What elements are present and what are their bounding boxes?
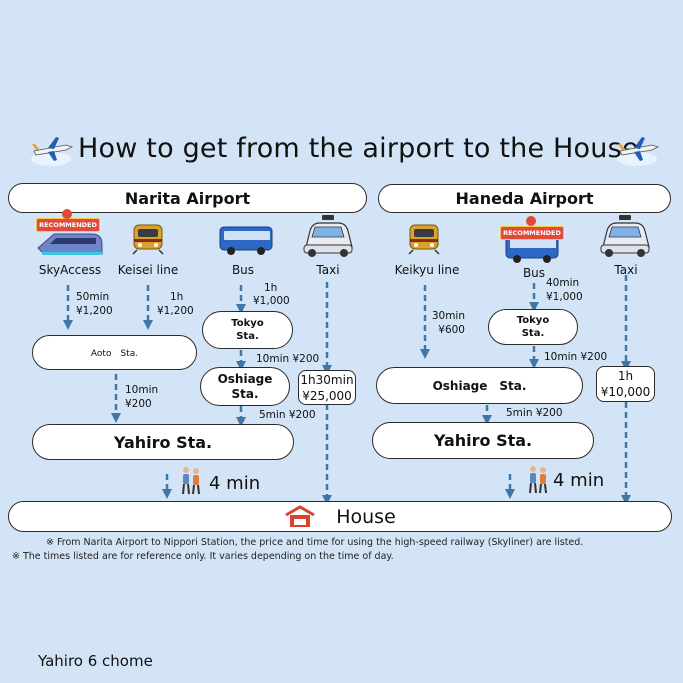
haneda-bus-price: ¥1,000 <box>546 291 583 303</box>
mode-label-taxi: Taxi <box>316 263 340 277</box>
mode-label-bus: Bus <box>522 266 546 280</box>
narita-airport-label: Narita Airport <box>124 188 251 208</box>
tokyo-station-line1: Tokyo <box>516 315 550 326</box>
tokyo-station-line2: Sta. <box>236 331 259 342</box>
haneda-bus-time: 40min <box>546 277 580 289</box>
walking-people-icon <box>529 466 547 494</box>
note-reference: ※ The times listed are for reference onl… <box>12 551 394 562</box>
haneda-yahiro-station: Yahiro Sta. <box>372 422 594 459</box>
page-title: How to get from the airport to the House <box>78 133 639 164</box>
haneda-oshiage-yahiro: 5min ¥200 <box>506 407 563 419</box>
haneda-walk-time: 4 min <box>553 470 605 491</box>
recommended-badge: RECOMMENDED <box>500 226 564 240</box>
haneda-tokyo-station: Tokyo Sta. <box>488 309 578 345</box>
mode-label-taxi: Taxi <box>614 263 638 277</box>
mode-label-keikyu: Keikyu line <box>394 263 460 277</box>
yahiro-station-label: Yahiro Sta. <box>113 432 213 452</box>
note-skyliner: ※ From Narita Airport to Nippori Station… <box>46 537 584 548</box>
mode-label-keisei: Keisei line <box>117 263 179 277</box>
haneda-oshiage-station: Oshiage Sta. <box>376 367 583 404</box>
aoto-station: Aoto Sta. <box>32 335 197 370</box>
oshiage-station-label: Oshiage Sta. <box>432 379 527 393</box>
taxi-icon <box>600 215 650 257</box>
haneda-tokyo-oshiage: 10min ¥200 <box>544 351 608 363</box>
narita-tokyo-oshiage: 10min ¥200 <box>256 353 320 365</box>
mode-label-bus: Bus <box>231 263 255 277</box>
mode-label-skyaccess: SkyAccess <box>38 263 102 277</box>
narita-taxi-price: ¥25,000 <box>302 389 352 403</box>
keikyu-time: 30min <box>431 310 465 322</box>
narita-tokyo-station: Tokyo Sta. <box>202 311 293 349</box>
airplane-icon <box>31 137 74 166</box>
bus-icon <box>219 226 273 255</box>
keisei-price: ¥1,200 <box>157 305 194 317</box>
narita-oshiage-yahiro: 5min ¥200 <box>259 409 316 421</box>
narita-taxi-info: 1h30min ¥25,000 <box>298 370 356 405</box>
skyaccess-time: 50min <box>76 291 110 303</box>
narita-oshiage-station: Oshiage Sta. <box>200 367 290 406</box>
haneda-taxi-price: ¥10,000 <box>600 385 651 399</box>
narita-bus-time: 1h <box>264 282 278 294</box>
yahiro-station-label: Yahiro Sta. <box>433 431 533 450</box>
taxi-icon <box>303 215 353 257</box>
narita-walk-time: 4 min <box>209 473 261 494</box>
oshiage-station-line2: Sta. <box>231 386 259 401</box>
keisei-time: 1h <box>170 291 184 303</box>
aoto-yahiro-time: 10min <box>125 384 159 396</box>
haneda-taxi-info: 1h ¥10,000 <box>596 366 655 402</box>
house-icon <box>285 504 315 527</box>
keikyu-train-icon <box>408 224 440 255</box>
footer-location: Yahiro 6 chome <box>38 652 153 670</box>
aoto-station-label: Aoto Sta. <box>90 349 139 359</box>
keikyu-price: ¥600 <box>438 324 465 336</box>
narita-airport-header: Narita Airport <box>8 183 367 213</box>
walking-people-icon <box>182 467 200 495</box>
haneda-airport-label: Haneda Airport <box>455 189 594 208</box>
airplane-icon <box>617 137 660 166</box>
house-label: House <box>336 505 396 528</box>
thumbs-up-icon <box>526 216 536 226</box>
narita-yahiro-station: Yahiro Sta. <box>32 424 294 460</box>
skyaccess-train-icon <box>37 233 103 255</box>
skyaccess-price: ¥1,200 <box>76 305 113 317</box>
haneda-taxi-time: 1h <box>617 369 634 383</box>
keisei-train-icon <box>132 224 164 255</box>
house-destination: House <box>8 501 672 532</box>
narita-taxi-time: 1h30min <box>300 373 354 387</box>
bus-icon <box>505 234 559 263</box>
tokyo-station-line2: Sta. <box>521 328 545 339</box>
aoto-yahiro-price: ¥200 <box>125 398 152 410</box>
oshiage-station-line1: Oshiage <box>217 371 273 386</box>
tokyo-station-line1: Tokyo <box>231 318 264 329</box>
title-row: How to get from the airport to the House <box>0 133 683 173</box>
thumbs-up-icon <box>62 209 72 219</box>
narita-bus-price: ¥1,000 <box>253 295 290 307</box>
haneda-airport-header: Haneda Airport <box>378 184 671 213</box>
